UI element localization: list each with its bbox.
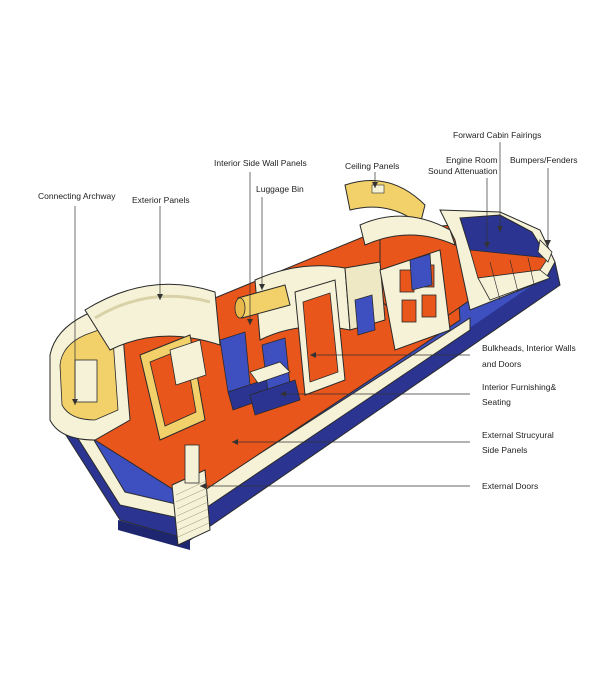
label-interior-furnishing-line2: Seating bbox=[482, 397, 511, 407]
label-external-structural-line1: External Strucyural bbox=[482, 430, 554, 440]
interior-side-wall-panels bbox=[139, 334, 207, 441]
label-forward-cabin-fairings: Forward Cabin Fairings bbox=[453, 130, 542, 140]
label-bulkheads-line2: and Doors bbox=[482, 359, 522, 369]
leader-lines bbox=[74, 142, 549, 487]
exterior-roof-panel bbox=[84, 283, 221, 351]
leader-arrows bbox=[72, 182, 551, 489]
label-bulkheads-line1: Bulkheads, Interior Walls bbox=[482, 343, 576, 353]
nose-section bbox=[439, 209, 556, 311]
external-door-shape bbox=[171, 444, 211, 546]
ceiling-panels-shape bbox=[344, 180, 456, 246]
label-engine-room-line1: Engine Room bbox=[446, 155, 498, 165]
label-external-doors: External Doors bbox=[482, 481, 539, 491]
label-ceiling-panels: Ceiling Panels bbox=[345, 161, 400, 171]
label-luggage-bin: Luggage Bin bbox=[256, 184, 304, 194]
label-interior-side-wall-panels: Interior Side Wall Panels bbox=[214, 158, 307, 168]
label-connecting-archway: Connecting Archway bbox=[38, 191, 116, 201]
label-exterior-panels: Exterior Panels bbox=[132, 195, 190, 205]
luggage-bin-shape bbox=[234, 284, 291, 319]
seats bbox=[219, 253, 433, 416]
bulkhead-frames bbox=[294, 249, 451, 396]
label-bumpers-fenders: Bumpers/Fenders bbox=[510, 155, 578, 165]
label-engine-room-line2: Sound Attenuation bbox=[428, 166, 498, 176]
label-interior-furnishing-line1: Interior Furnishing& bbox=[482, 382, 557, 392]
label-external-structural-line2: Side Panels bbox=[482, 445, 528, 455]
